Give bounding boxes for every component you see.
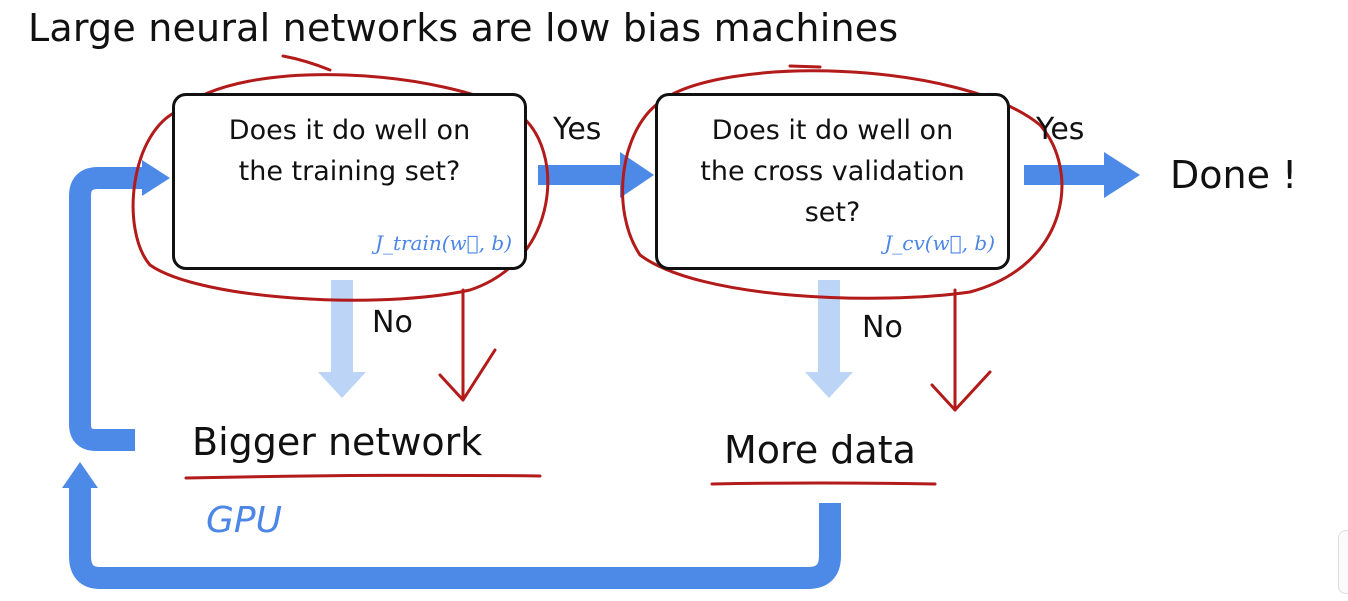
yes-arrow-2 (1024, 152, 1140, 198)
loop-arrow-bigger (69, 167, 146, 451)
yes-arrow-1 (538, 152, 654, 198)
side-scroll-tab[interactable] (1338, 530, 1348, 594)
gpu-annotation: GPU (206, 500, 282, 541)
no-arrow-1 (318, 280, 366, 398)
red-arrow-1-head (438, 348, 497, 402)
no-arrow-2 (805, 280, 853, 398)
circle-box2 (621, 69, 1064, 300)
loop-arrow-moredata-head (62, 462, 98, 488)
yes-label-2: Yes (1036, 112, 1085, 147)
red-arrow-2-head (930, 370, 992, 412)
no-label-1: No (372, 305, 413, 340)
yes-label-1: Yes (553, 112, 602, 147)
loop-arrow-bigger-head (142, 160, 170, 196)
loop-arrow-moredata (69, 488, 841, 589)
j-train-formula: J_train(w⃗, b) (374, 231, 512, 255)
slide-title: Large neural networks are low bias machi… (28, 6, 899, 50)
training-set-question: Does it do well on the training set? (228, 115, 471, 187)
bigger-network-label: Bigger network (192, 420, 483, 464)
title-underline-machines (788, 64, 822, 69)
j-cv-formula: J_cv(w⃗, b) (884, 231, 995, 255)
circle-box1 (131, 73, 550, 302)
done-label: Done ! (1170, 153, 1298, 197)
underline-moredata (710, 481, 937, 486)
title-underline-neural (281, 54, 332, 72)
more-data-label: More data (724, 428, 916, 472)
red-annotations (131, 54, 1064, 486)
cv-set-question: Does it do well on the cross validation … (700, 115, 965, 228)
underline-bigger (184, 473, 542, 480)
cv-set-box: Does it do well on the cross validation … (655, 93, 1010, 270)
training-set-box: Does it do well on the training set? J_t… (172, 93, 527, 270)
no-label-2: No (862, 310, 903, 345)
